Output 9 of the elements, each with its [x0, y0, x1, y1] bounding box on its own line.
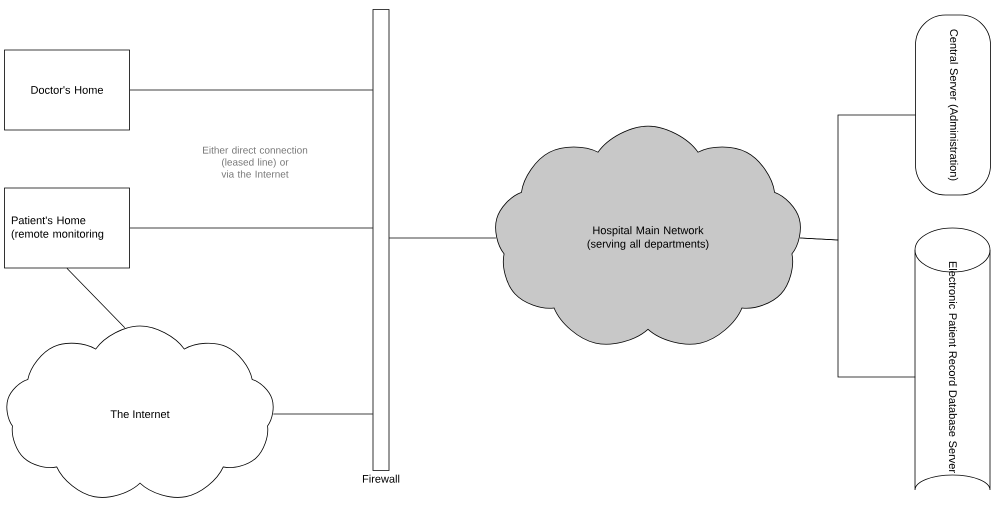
- home-box: Patient's Home (remote monitoring: [4, 188, 130, 268]
- firewall-bar: Firewall: [362, 9, 400, 483]
- connector-line: [66, 268, 126, 328]
- database-cylinder: Electronic Patient Record Database Server: [914, 228, 990, 490]
- connector-line: [800, 238, 916, 378]
- node-label: Firewall: [362, 474, 400, 483]
- node-label: Electronic Patient Record Database Server: [948, 262, 958, 473]
- home-box: Doctor's Home: [4, 50, 130, 130]
- note-text: Either direct connection (leased line) or via the Internet: [203, 146, 308, 178]
